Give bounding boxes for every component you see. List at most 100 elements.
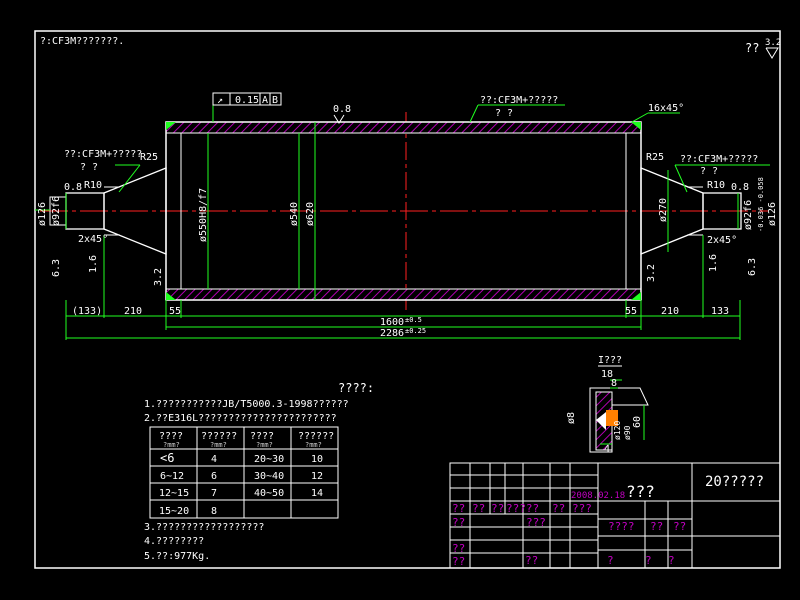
svg-text:??: ?? (472, 502, 485, 515)
svg-text:?: ? (668, 554, 675, 567)
svg-text:??: ?? (491, 502, 504, 515)
note-1: 1.???????????JB/T5000.3-1998?????? (144, 399, 349, 410)
weld-row-2-col-1: 6~12 (160, 471, 184, 482)
dia-92-left: ø92f6 (51, 196, 62, 226)
weld-table (149, 426, 339, 519)
left-material-label-2: ? ? (80, 162, 98, 173)
r10-right: R10 (707, 180, 725, 191)
chamfer-left: 2x45° (78, 234, 108, 245)
datum-b: B (272, 95, 278, 106)
weld-row-1-col-1: <6 (160, 451, 174, 465)
weld-row-3-col-4: 14 (311, 488, 323, 499)
roller-body (165, 121, 642, 301)
tolerance-frame (212, 92, 282, 106)
svg-text:??: ?? (525, 554, 538, 567)
dia-550: ø550H8/f7 (198, 188, 209, 242)
weld-row-1-col-3: 20~30 (254, 454, 284, 465)
r10-left: R10 (84, 180, 102, 191)
weld-row-2-col-2: 6 (211, 471, 217, 482)
weld-row-3-col-2: 7 (211, 488, 217, 499)
surf-63-right: 6.3 (747, 258, 758, 276)
dim-2286-tol: ±0.25 (405, 327, 426, 335)
svg-text:??: ?? (745, 41, 759, 55)
svg-text:??: ?? (452, 542, 465, 555)
top-material-label: ??:CF3M+????? (480, 95, 558, 106)
datum-a: A (262, 95, 268, 106)
svg-text:???: ??? (572, 502, 592, 515)
chamfer-top: 16x45° (648, 103, 684, 114)
note-5: 5.??:977Kg. (144, 551, 210, 562)
svg-text:????: ???? (159, 431, 183, 442)
surf08-left: 0.8 (64, 182, 82, 193)
right-shaft (640, 167, 742, 255)
svg-text:????: ???? (250, 431, 274, 442)
surf08-right: 0.8 (731, 182, 749, 193)
right-material-label: ??:CF3M+????? (680, 154, 758, 165)
svg-text:??: ?? (673, 520, 686, 533)
weld-row-4-col-2: 8 (211, 506, 217, 517)
notes-title: ????: (338, 381, 374, 395)
svg-text:?mm?: ?mm? (210, 441, 227, 449)
tolerance-value: 0.15 (235, 95, 259, 106)
svg-text:I???: I??? (598, 355, 622, 366)
svg-text:??: ?? (552, 502, 565, 515)
weld-row-1-col-4: 10 (311, 454, 323, 465)
header-note: ?:CF3M???????. (40, 36, 124, 47)
surf-32-right: 3.2 (646, 264, 657, 282)
left-material-label: ??:CF3M+????? (64, 149, 142, 160)
weld-row-2-col-4: 12 (311, 471, 323, 482)
svg-text:?mm?: ?mm? (256, 441, 273, 449)
surface-08-top: 0.8 (333, 104, 351, 115)
surf-63-left: 6.3 (51, 259, 62, 277)
dim-133-left: (133) (72, 306, 102, 317)
weld-row-4-col-1: 15~20 (159, 506, 189, 517)
svg-text:??????: ?????? (201, 431, 237, 442)
dia-126-right: ø126 (767, 202, 778, 226)
detail-view: I??? 18 8 ø8 4 60 ø120 ø90 (566, 355, 649, 455)
title-drawing-no: 20????? (705, 474, 764, 490)
dia-540: ø540 (289, 202, 300, 226)
dim-1600-tol: ±0.5 (405, 316, 422, 324)
drawing-border (34, 30, 781, 569)
svg-text:4: 4 (604, 444, 610, 455)
weld-row-1-col-2: 4 (211, 454, 217, 465)
radius-left: R25 (140, 152, 158, 163)
svg-text:?mm?: ?mm? (163, 441, 180, 449)
svg-text:?????: ????? (506, 502, 539, 515)
dim-2286: 2286 (380, 328, 404, 339)
weld-row-2-col-3: 30~40 (254, 471, 284, 482)
surf-32-left: 3.2 (153, 268, 164, 286)
general-roughness: ?? 3.2 (745, 38, 781, 59)
dim-133-right: 133 (711, 306, 729, 317)
svg-text:60: 60 (632, 416, 643, 428)
dia-270: ø270 (658, 198, 669, 222)
dia-92-right: ø92f6 (743, 200, 754, 230)
svg-text:???: ??? (526, 516, 546, 529)
dia-620: ø620 (305, 202, 316, 226)
svg-text:ø8: ø8 (566, 412, 577, 424)
svg-text:18: 18 (601, 369, 613, 380)
svg-text:??: ?? (650, 520, 663, 533)
weld-row-3-col-1: 12~15 (159, 488, 189, 499)
note-3: 3.?????????????????? (144, 522, 264, 533)
right-material-label-2: ? ? (700, 166, 718, 177)
svg-text:??: ?? (452, 502, 465, 515)
title-part-name: ??? (626, 482, 655, 501)
note-4: 4.???????? (144, 536, 204, 547)
surf-16-right: 1.6 (708, 254, 719, 272)
title-block (449, 462, 781, 569)
svg-text:??????: ?????? (298, 431, 334, 442)
dim-55-right: 55 (625, 306, 637, 317)
weld-row-3-col-3: 40~50 (254, 488, 284, 499)
note-2: 2.??E316L??????????????????????? (144, 413, 337, 424)
svg-text:8: 8 (611, 378, 617, 389)
surf-16-left: 1.6 (88, 255, 99, 273)
svg-text:?mm?: ?mm? (305, 441, 322, 449)
svg-text:?: ? (645, 554, 652, 567)
dia-92-right-tol: -0.036 -0.058 (757, 177, 765, 232)
dimension-lines (35, 104, 770, 340)
svg-text:ø90: ø90 (623, 425, 632, 440)
top-material-label-2: ? ? (495, 108, 513, 119)
dia-126-left: ø126 (37, 202, 48, 226)
